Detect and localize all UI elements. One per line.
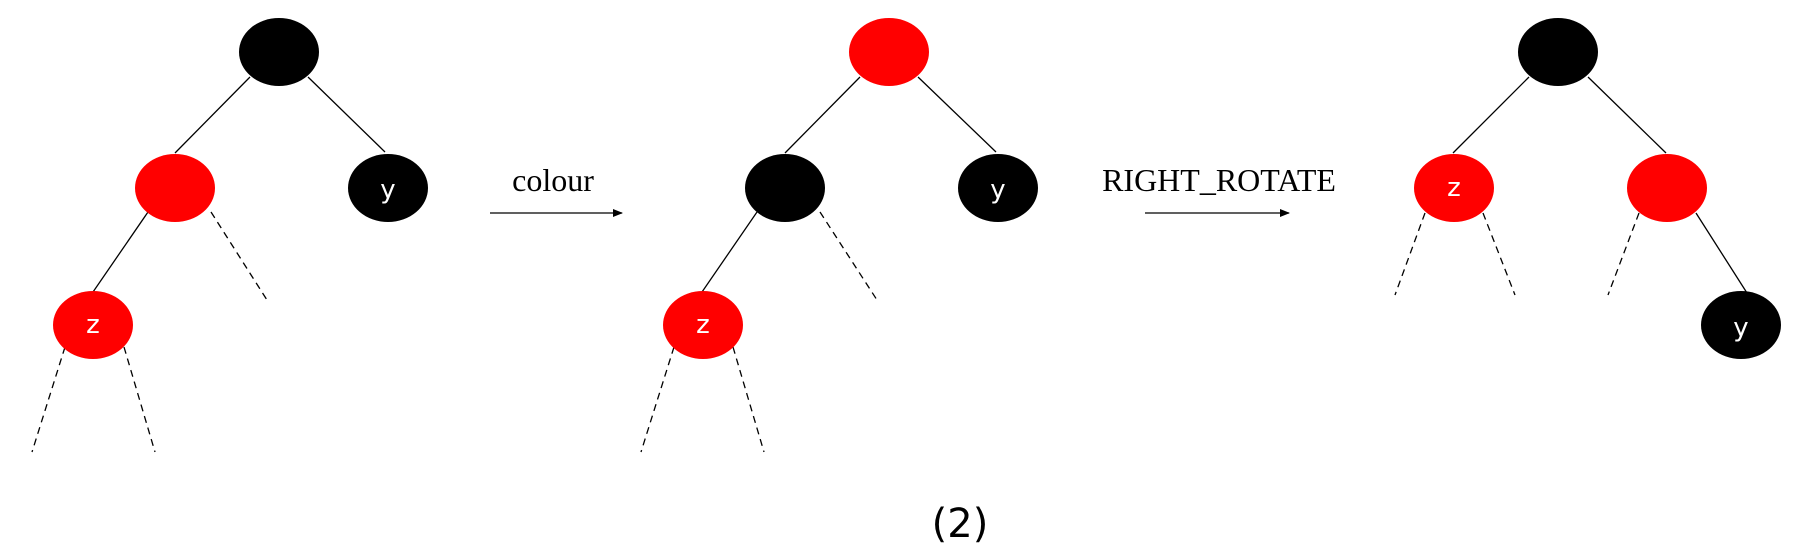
- operation-right-rotate: RIGHT_ROTATE: [1102, 162, 1336, 217]
- nil-edge: [1394, 212, 1426, 296]
- edge: [701, 211, 758, 293]
- tree-node: [745, 154, 825, 222]
- tree-node: [135, 154, 215, 222]
- edge: [92, 211, 149, 293]
- nil-edge: [732, 346, 765, 453]
- node-t3-root: [1518, 18, 1598, 86]
- node-t3-z: [1414, 154, 1494, 222]
- nil-edge: [123, 346, 156, 453]
- nil-edge: [210, 211, 268, 301]
- nil-edge: [640, 346, 675, 453]
- node-t1-parent: [135, 154, 215, 222]
- edge: [1452, 76, 1530, 154]
- nil-edge: [819, 211, 878, 301]
- node-label: z: [1447, 173, 1461, 203]
- node-t2-z: [663, 291, 743, 359]
- tree-node: y: [348, 154, 428, 222]
- node-label: y: [1733, 313, 1748, 343]
- node-t1-uncle: [348, 154, 428, 222]
- tree-node: [1518, 18, 1598, 86]
- nil-edge: [1482, 212, 1516, 296]
- tree-node: z: [663, 291, 743, 359]
- node-label: z: [696, 310, 710, 340]
- node-t2-parent: [745, 154, 825, 222]
- node-label: z: [86, 310, 100, 340]
- node-t2-root: [849, 18, 929, 86]
- tree-node: y: [1701, 291, 1781, 359]
- node-t1-root: [239, 18, 319, 86]
- tree-node: z: [1414, 154, 1494, 222]
- nil-edge: [1607, 212, 1640, 296]
- edge: [1587, 76, 1667, 154]
- tree-after-rotate: z y: [1394, 18, 1781, 359]
- operation-colour: colour: [490, 162, 623, 217]
- edge: [917, 76, 997, 153]
- node-label: y: [380, 175, 395, 205]
- edge: [1695, 212, 1748, 294]
- node-t3-right: [1627, 154, 1707, 222]
- node-t3-y: [1701, 291, 1781, 359]
- operation-label-right-rotate: RIGHT_ROTATE: [1102, 162, 1336, 198]
- nil-edge: [31, 346, 66, 453]
- edge: [784, 76, 861, 154]
- edge: [174, 76, 251, 154]
- tree-node: [849, 18, 929, 86]
- node-t1-z: [53, 291, 133, 359]
- tree-before: y z: [31, 18, 428, 453]
- operation-label-colour: colour: [512, 162, 594, 198]
- node-label: y: [990, 175, 1005, 205]
- edge: [307, 76, 386, 153]
- figure-caption: (2): [932, 501, 989, 547]
- tree-node: [1627, 154, 1707, 222]
- tree-node: y: [958, 154, 1038, 222]
- tree-after-colour: y z: [640, 18, 1038, 453]
- node-t2-uncle: [958, 154, 1038, 222]
- tree-node: z: [53, 291, 133, 359]
- tree-node: [239, 18, 319, 86]
